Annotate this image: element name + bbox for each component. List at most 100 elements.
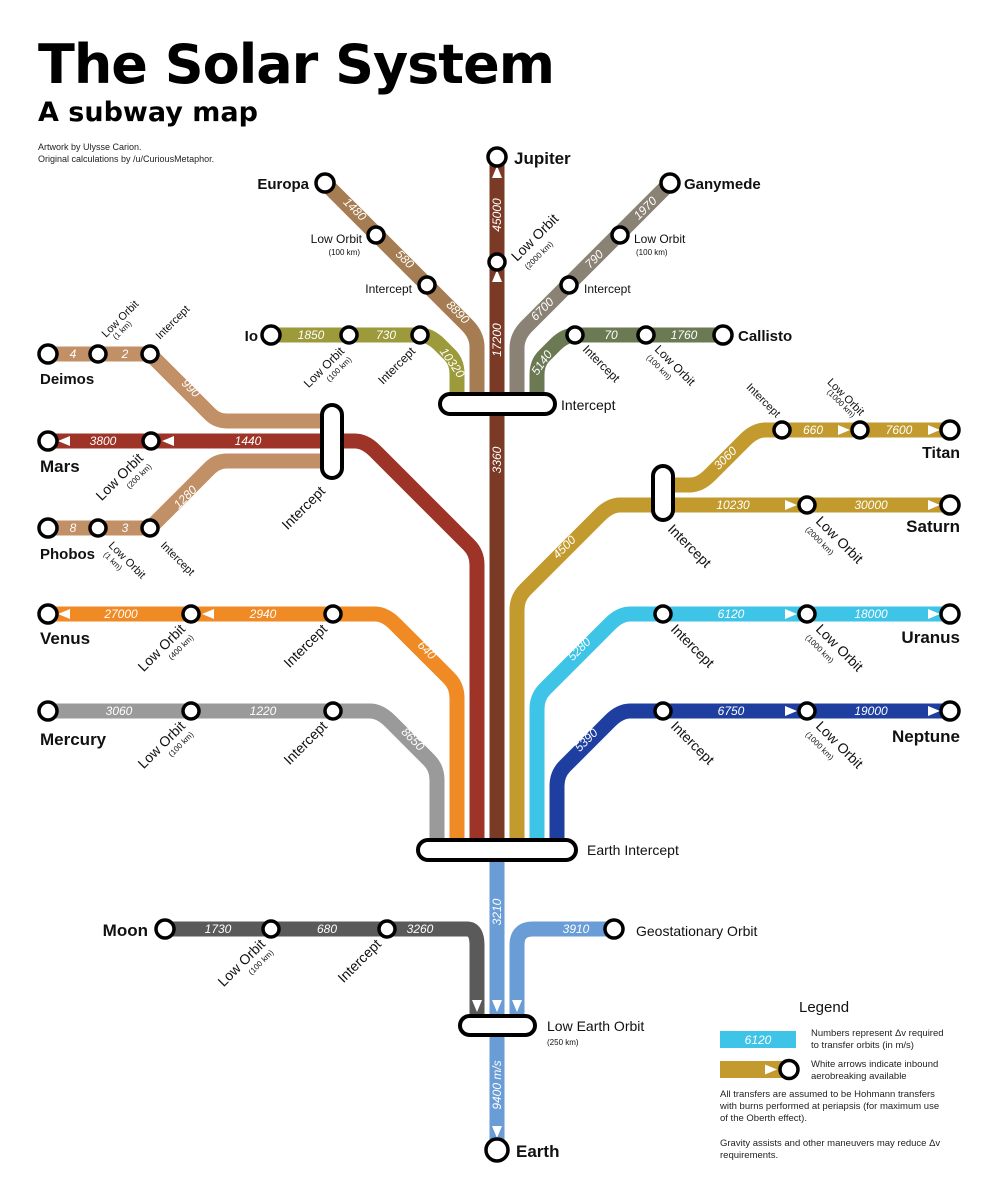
arrow-saturn-inner: [785, 500, 797, 510]
station-callisto[interactable]: [712, 324, 734, 346]
line-moon: [165, 921, 485, 1025]
label-earth-intercept: Earth Intercept: [587, 842, 679, 858]
dv-earth-launch: 9400 m/s: [490, 1060, 504, 1109]
label-deimos-intercept: Intercept: [154, 303, 193, 342]
dv-titan-a: 7600: [886, 423, 913, 437]
station-uranus-intercept[interactable]: [653, 604, 673, 624]
station-mars[interactable]: [37, 430, 59, 452]
station-titan-low-orbit[interactable]: [850, 420, 870, 440]
dv-jupiter-low: 3360: [490, 446, 504, 473]
earth-intercept-hub: [416, 838, 578, 862]
label-mercury-intercept: Intercept: [280, 718, 330, 768]
station-callisto-low-orbit[interactable]: [636, 325, 656, 345]
line-io: [271, 327, 465, 403]
dv-neptune-a: 19000: [854, 704, 888, 718]
line-venus: [48, 606, 465, 850]
arrow-venus-inner: [202, 609, 214, 619]
station-deimos-intercept[interactable]: [140, 344, 160, 364]
legend-note1-line2: with burns performed at periapsis (for m…: [719, 1101, 939, 1112]
dv-saturn-a: 30000: [854, 498, 888, 512]
aerobraking-arrows: [58, 166, 940, 1138]
label-ganymede-low-orbit-alt: (100 km): [636, 248, 668, 257]
station-geostationary[interactable]: [603, 918, 625, 940]
label-low-earth-orbit: Low Earth Orbit: [547, 1018, 644, 1034]
station-jupiter-low-orbit[interactable]: [487, 252, 507, 272]
station-mercury-low-orbit[interactable]: [181, 701, 201, 721]
dv-mercury-b: 1220: [250, 704, 277, 718]
station-neptune-intercept[interactable]: [653, 701, 673, 721]
station-deimos[interactable]: [37, 343, 59, 365]
artwork-credit: Artwork by Ulysse Carion.: [38, 142, 142, 152]
legend-item2-line1: White arrows indicate inbound: [811, 1059, 938, 1070]
arrow-geo-down: [512, 1000, 522, 1012]
label-venus: Venus: [40, 629, 90, 648]
station-moon[interactable]: [154, 918, 176, 940]
calculation-credit: Original calculations by /u/CuriousMetap…: [38, 154, 215, 164]
station-callisto-intercept[interactable]: [565, 325, 585, 345]
station-phobos[interactable]: [37, 517, 59, 539]
legend-title: Legend: [799, 999, 849, 1016]
line-uranus: [529, 606, 950, 850]
label-moon: Moon: [103, 921, 148, 940]
label-mars: Mars: [40, 457, 80, 476]
station-neptune-low-orbit[interactable]: [797, 701, 817, 721]
station-europa-intercept[interactable]: [417, 275, 437, 295]
station-ganymede-low-orbit[interactable]: [610, 225, 630, 245]
station-io[interactable]: [260, 324, 282, 346]
station-venus-low-orbit[interactable]: [181, 604, 201, 624]
dv-moon-a: 1730: [205, 922, 232, 936]
station-jupiter[interactable]: [486, 146, 508, 168]
jupiter-intercept-hub: [438, 392, 557, 416]
station-titan[interactable]: [939, 419, 961, 441]
mars-intercept-hub: [320, 403, 344, 480]
station-uranus[interactable]: [939, 603, 961, 625]
dv-phobos-a: 8: [70, 521, 77, 535]
dv-callisto-a: 1760: [671, 328, 698, 342]
station-saturn-low-orbit[interactable]: [797, 495, 817, 515]
label-saturn-intercept: Intercept: [665, 521, 715, 571]
station-io-low-orbit[interactable]: [339, 325, 359, 345]
station-venus-intercept[interactable]: [323, 604, 343, 624]
station-moon-low-orbit[interactable]: [261, 919, 281, 939]
low-earth-orbit-hub: [458, 1014, 537, 1037]
legend-arrow-icon: [765, 1064, 777, 1075]
saturn-intercept-hub: [651, 464, 675, 522]
label-ganymede-intercept: Intercept: [584, 282, 631, 296]
arrow-saturn-outer: [928, 500, 940, 510]
station-earth[interactable]: [484, 1137, 510, 1163]
station-uranus-low-orbit[interactable]: [797, 604, 817, 624]
station-mercury[interactable]: [37, 700, 59, 722]
label-europa: Europa: [257, 176, 309, 193]
station-titan-intercept[interactable]: [772, 420, 792, 440]
label-leo-altitude: (250 km): [547, 1038, 579, 1047]
station-mercury-intercept[interactable]: [323, 701, 343, 721]
label-neptune-intercept: Intercept: [668, 718, 718, 768]
station-moon-intercept[interactable]: [377, 919, 397, 939]
dv-io-a: 1850: [298, 328, 325, 342]
arrow-earth-down-1: [492, 1000, 502, 1012]
station-phobos-low-orbit[interactable]: [88, 518, 108, 538]
label-europa-low-orbit-alt: (100 km): [328, 248, 360, 257]
station-ganymede-intercept[interactable]: [559, 275, 579, 295]
lines: [48, 157, 950, 1150]
arrow-jupiter-lower: [492, 270, 502, 282]
station-phobos-intercept[interactable]: [140, 518, 160, 538]
arrow-titan-outer: [928, 425, 940, 435]
line-saturn: [509, 497, 950, 850]
dv-mars-a: 3800: [90, 434, 117, 448]
line-callisto: [529, 327, 723, 403]
station-europa-low-orbit[interactable]: [366, 225, 386, 245]
station-mars-low-orbit[interactable]: [141, 431, 161, 451]
station-saturn[interactable]: [939, 494, 961, 516]
legend-note1-line1: All transfers are assumed to be Hohmann …: [720, 1089, 935, 1100]
dv-saturn-b: 10230: [716, 498, 750, 512]
station-europa[interactable]: [314, 172, 336, 194]
station-neptune[interactable]: [939, 700, 961, 722]
dv-geo: 3910: [563, 922, 590, 936]
station-deimos-low-orbit[interactable]: [88, 344, 108, 364]
station-ganymede[interactable]: [659, 172, 681, 194]
station-venus[interactable]: [37, 603, 59, 625]
station-io-intercept[interactable]: [410, 325, 430, 345]
line-phobos: [48, 453, 332, 536]
legend-item1-line1: Numbers represent Δv required: [811, 1028, 944, 1039]
